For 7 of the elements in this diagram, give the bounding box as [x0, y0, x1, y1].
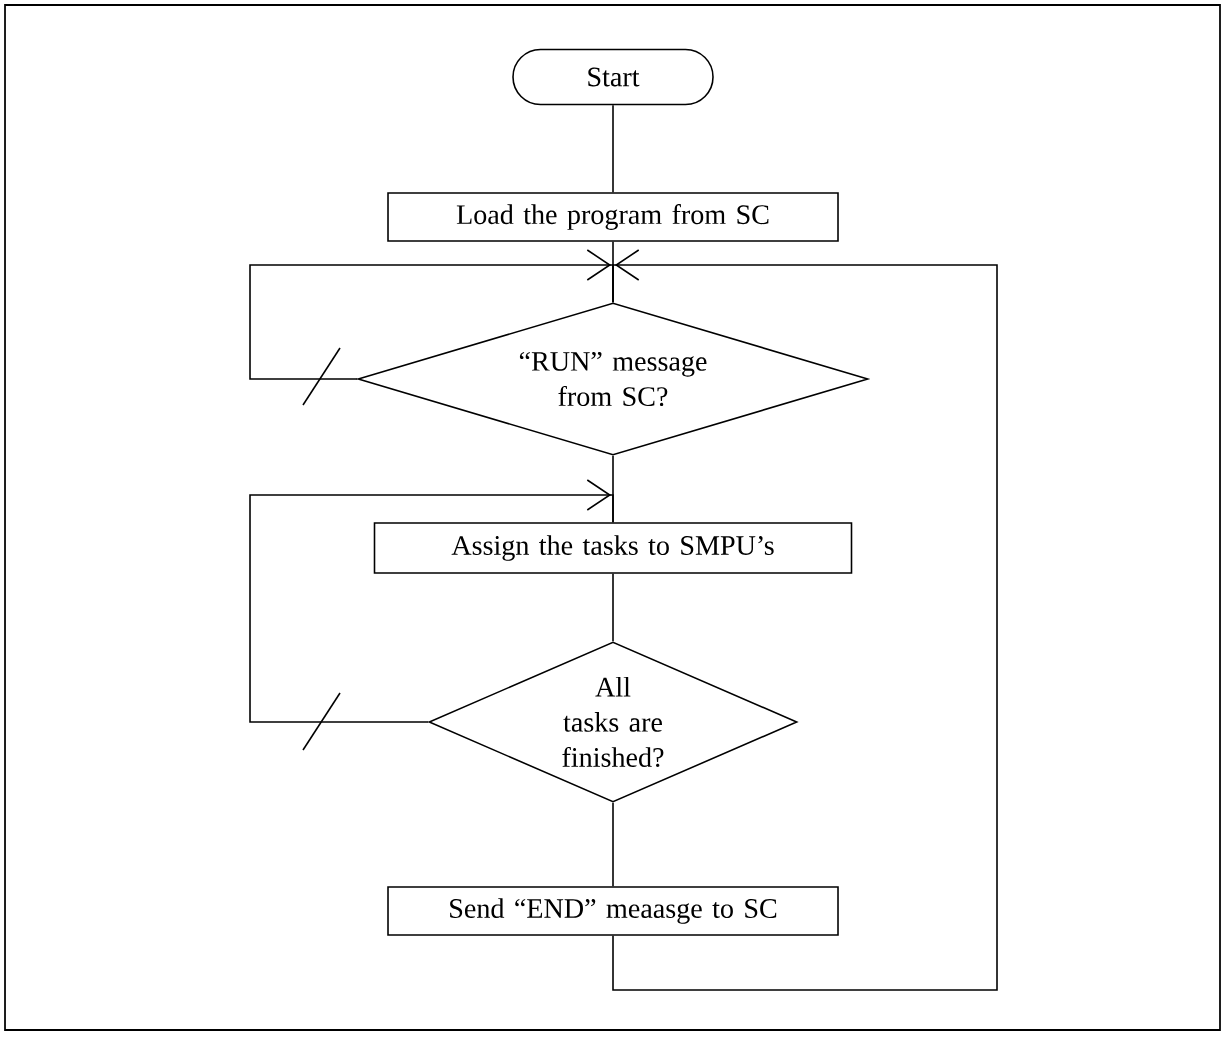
process-box: Send “END” meaasge to SC [387, 886, 839, 936]
terminal-box: Start [512, 48, 714, 106]
connector-line [612, 573, 614, 642]
connector-line [612, 104, 614, 193]
process-box: Load the program from SC [387, 192, 839, 242]
process-box: Assign the tasks to SMPU’s [373, 522, 853, 574]
connector-line [612, 802, 614, 887]
